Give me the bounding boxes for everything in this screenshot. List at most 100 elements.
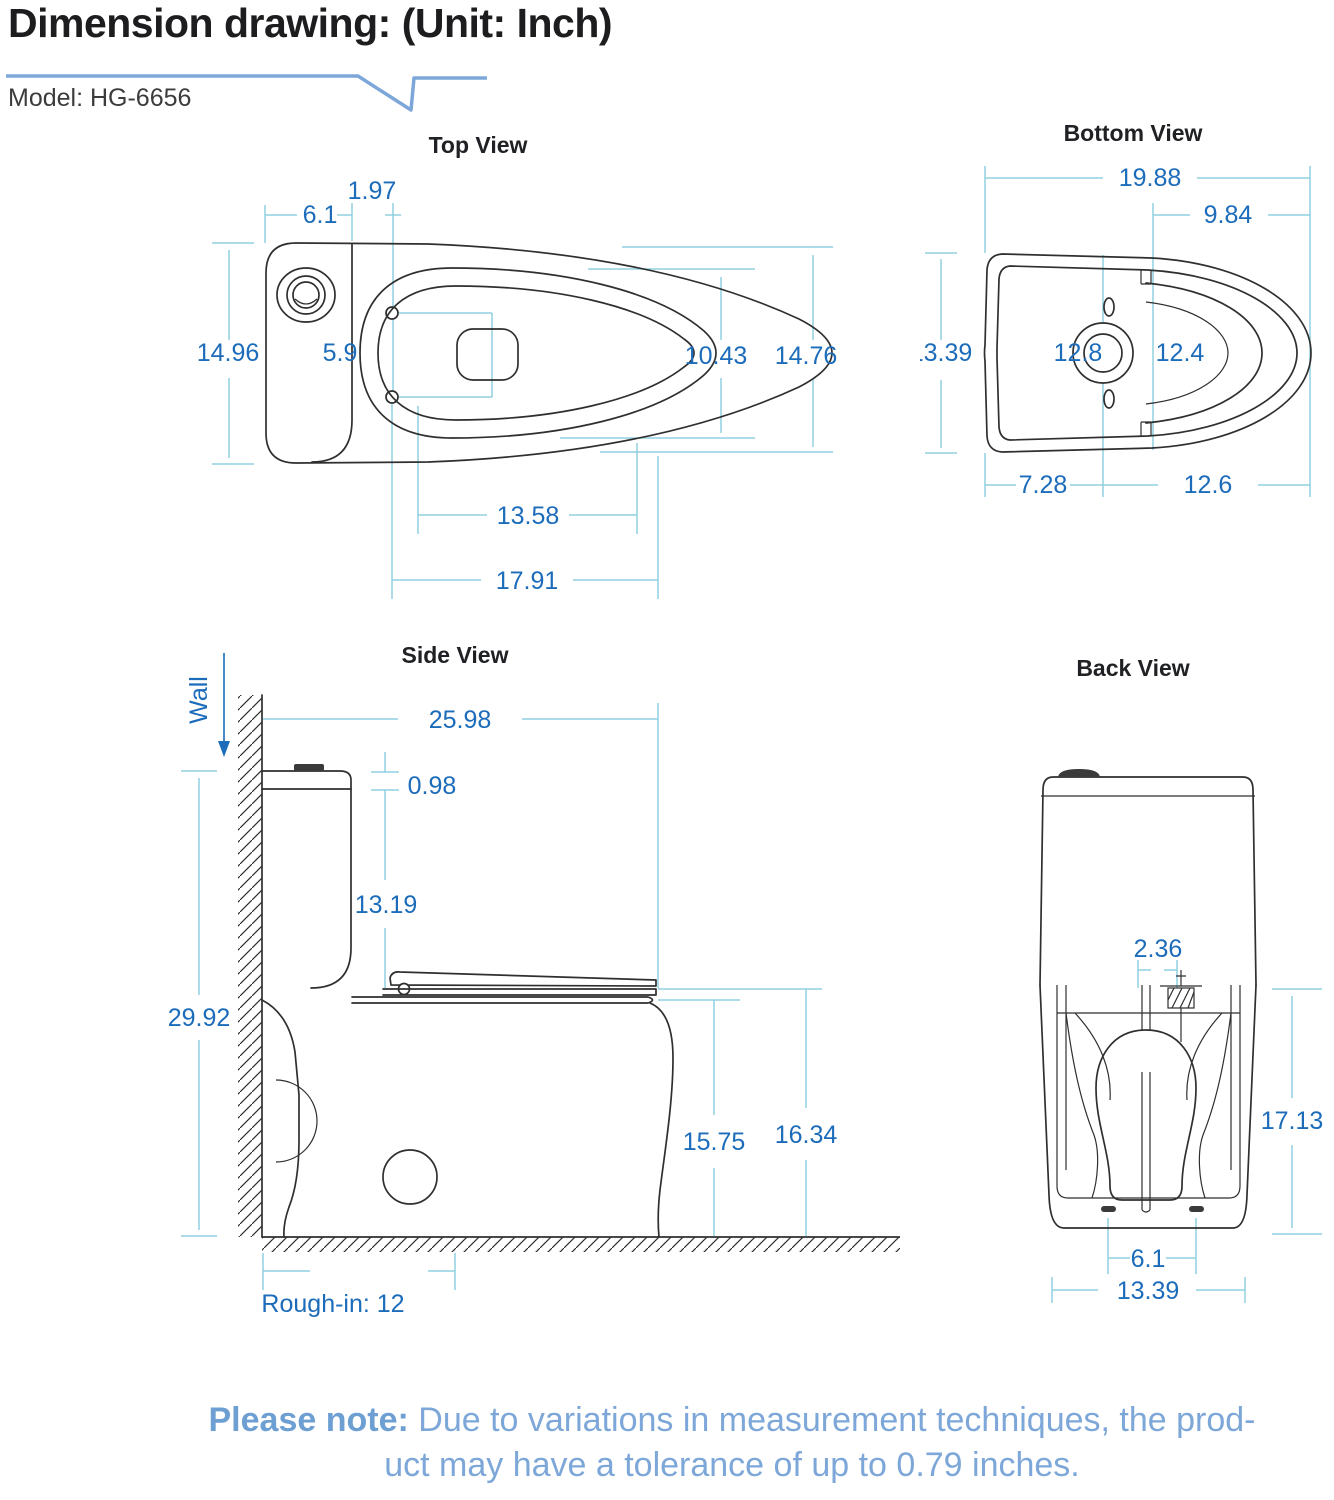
hinge-notches <box>1140 270 1152 436</box>
dim-17-91: 17.91 <box>496 567 559 595</box>
dim-13-19: 13.19 <box>355 891 418 919</box>
dim-line-rough-in <box>262 1253 456 1290</box>
base-inner-outline <box>996 265 1298 441</box>
top-view-panel: Top View 1.97 6.1 14.96 5.9 10.43 14.76 … <box>197 132 838 599</box>
dim-line-16-34 <box>658 988 822 1236</box>
side-view-annotations: Wall Floor Rough-in: 12 <box>185 653 405 1318</box>
dim-7-28: 7.28 <box>1019 471 1068 499</box>
wall-hatching <box>238 695 262 1237</box>
toilet-body-outline <box>265 242 833 464</box>
dim-13-39-back: 13.39 <box>1117 1277 1180 1305</box>
dim-14-76: 14.76 <box>775 342 838 370</box>
trapway-pear-shape <box>1095 1029 1197 1201</box>
bolt-slot-left <box>1101 1206 1116 1212</box>
center-pipe <box>1141 985 1151 1030</box>
dim-19-88: 19.88 <box>1119 164 1182 192</box>
tank-lid-profile <box>261 770 352 790</box>
flush-button-back <box>1058 769 1100 777</box>
drain-outlet-outer <box>1072 322 1134 384</box>
side-view-drawing <box>261 764 674 1238</box>
side-view-title: Side View <box>402 642 509 668</box>
bolt-slot-right <box>1189 1206 1204 1212</box>
trapway-wings <box>1065 1012 1232 1199</box>
dim-1-97: 1.97 <box>348 177 397 205</box>
flush-button-detail-arc <box>294 298 318 305</box>
tank-body-profile <box>310 788 352 989</box>
dim-line-15-75 <box>658 999 740 1236</box>
bottom-view-title: Bottom View <box>1064 120 1203 146</box>
base-outer-back <box>1039 984 1257 1229</box>
flush-button-profile <box>294 764 324 771</box>
dim-25-98: 25.98 <box>429 706 492 734</box>
base-inner-back <box>1056 985 1241 1199</box>
dim-6-1: 6.1 <box>303 201 338 229</box>
seat-bolt-hole-top <box>385 306 399 320</box>
dim-line-2-36 <box>1137 960 1178 988</box>
top-view-dimension-lines <box>212 203 833 599</box>
trapway-back-profile <box>261 999 300 1238</box>
dim-line-5-9 <box>392 312 493 398</box>
dim-16-34: 16.34 <box>775 1121 838 1149</box>
underline-notch-line <box>6 74 487 112</box>
dim-line-14-96 <box>212 242 254 465</box>
dim-line-17-13 <box>1272 988 1322 1235</box>
drain-outlet-inner <box>1083 333 1123 373</box>
dim-line-0-98 <box>371 752 399 812</box>
dim-line-29-92 <box>181 770 217 1237</box>
mount-hole-top <box>1103 297 1115 317</box>
flush-button-inner <box>292 281 320 309</box>
dim-line-9-84 <box>1152 203 1310 227</box>
dim-14-96: 14.96 <box>197 339 260 367</box>
fill-valve-hatch <box>1167 987 1195 1009</box>
page-title: Dimension drawing: (Unit: Inch) <box>8 0 613 46</box>
dim-line-13-39 <box>925 252 957 454</box>
tolerance-note: Please note: Due to variations in measur… <box>130 1398 1334 1488</box>
tank-back-outline <box>1039 776 1257 986</box>
note-label: Please note: <box>208 1401 409 1439</box>
floor-hatching <box>262 1237 900 1252</box>
dim-29-92: 29.92 <box>168 1004 231 1032</box>
dim-line-25-98 <box>263 703 659 988</box>
base-outer-outline <box>983 253 1312 453</box>
dim-line-6-1 <box>1107 1218 1197 1274</box>
seat-outer-ring <box>359 267 717 439</box>
dim-12-8: 12.8 <box>1054 339 1103 367</box>
side-view-panel: Side View Wall Floor Rough-in: 12 <box>168 642 900 1318</box>
note-line1: Due to variations in measurement techniq… <box>418 1401 1256 1439</box>
bowl-rim-arc <box>1145 282 1263 424</box>
note-line2: uct may have a tolerance of up to 0.79 i… <box>384 1446 1080 1484</box>
bowl-rim-profile <box>351 996 654 1004</box>
dim-line-14-76 <box>600 246 833 453</box>
dim-5-9: 5.9 <box>323 339 358 367</box>
dim-line-13-39-back <box>1051 1277 1246 1303</box>
seat-ring-profile <box>382 988 657 996</box>
trapway-bump-arc <box>275 1079 318 1163</box>
dim-0-98: 0.98 <box>408 772 457 800</box>
dim-9-84: 9.84 <box>1204 201 1253 229</box>
bottom-view-panel: Bottom View 19.88 9.84 13.39 12.8 12.4 7… <box>920 120 1312 499</box>
dim-line-19-88 <box>984 166 1311 473</box>
dim-13-58: 13.58 <box>497 502 560 530</box>
dim-17-13: 17.13 <box>1261 1107 1324 1135</box>
back-view-dimension-labels: 2.36 17.13 6.1 13.39 <box>1117 935 1324 1305</box>
flush-outlet-hole <box>456 328 519 381</box>
flush-button-middle <box>286 275 326 315</box>
dim-6-1-back: 6.1 <box>1131 1245 1166 1273</box>
dim-13-39: 13.39 <box>920 339 972 367</box>
top-view-title: Top View <box>429 132 528 158</box>
trapway-inner-curves <box>1074 1012 1223 1101</box>
seat-inner-ring <box>377 285 695 421</box>
back-view-drawing <box>1039 769 1257 1229</box>
top-view-drawing <box>265 242 833 464</box>
center-slot <box>1141 1072 1151 1213</box>
bottom-view-drawing <box>983 253 1312 453</box>
fill-valve-stem <box>1160 970 1202 1042</box>
bottom-view-dimension-labels: 19.88 9.84 13.39 12.8 12.4 7.28 12.6 <box>920 164 1252 499</box>
bowl-front-profile <box>649 1002 674 1238</box>
dim-line-7-28-12-6 <box>984 452 1311 497</box>
dim-12-6: 12.6 <box>1184 471 1233 499</box>
wall-and-floor <box>238 694 900 1252</box>
dim-2-36: 2.36 <box>1134 935 1183 963</box>
dim-12-4: 12.4 <box>1156 339 1205 367</box>
back-view-dimension-lines <box>1051 960 1322 1303</box>
